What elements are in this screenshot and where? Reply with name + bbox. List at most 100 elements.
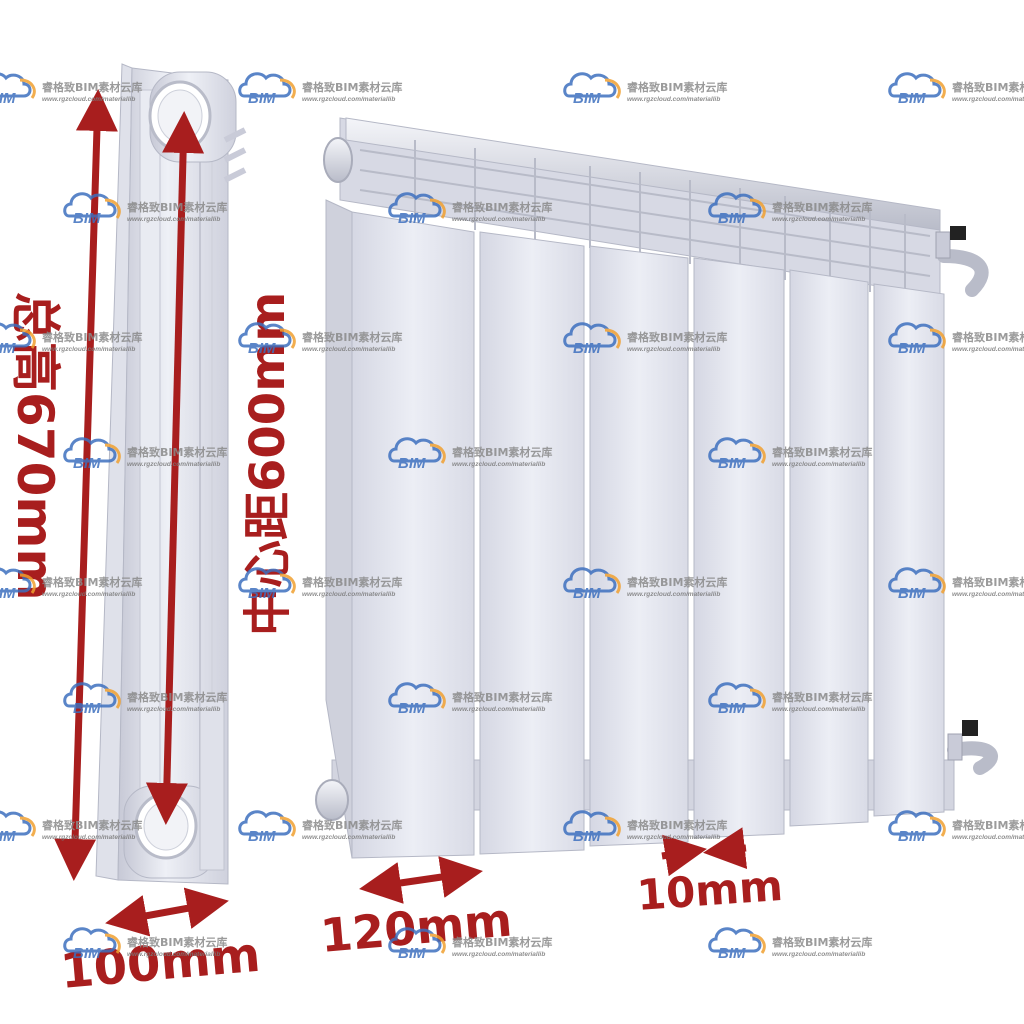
dimension-lines [54,89,748,937]
watermark-url-text: www.rgzcloud.com/materiallib [627,346,720,353]
watermark-url-text: www.rgzcloud.com/materiallib [772,951,865,958]
watermark-tile: BIM睿格致BIM素材云库www.rgzcloud.com/materialli… [563,322,727,357]
cloud-bim-logo-icon [388,927,446,954]
watermark-brand-text: 睿格致BIM素材云库 [42,575,142,589]
watermark-brand-text: 睿格致BIM素材云库 [952,80,1024,94]
watermark-brand-text: 睿格致BIM素材云库 [772,690,872,704]
watermark-tile: BIM睿格致BIM素材云库www.rgzcloud.com/materialli… [238,810,402,845]
watermark-bim-text: BIM [248,340,276,357]
cloud-bim-logo-icon [888,322,946,349]
watermark-url-text: www.rgzcloud.com/materiallib [302,96,395,103]
cloud-bim-logo-icon [563,322,621,349]
watermark-bim-text: BIM [248,90,276,107]
cloud-bim-logo-icon [888,810,946,837]
fins [325,199,945,859]
watermark-tile: BIM睿格致BIM素材云库www.rgzcloud.com/materialli… [888,567,1024,602]
top-right-valve [935,226,989,297]
watermark-bim-text: BIM [898,828,926,845]
watermark-tile: BIM睿格致BIM素材云库www.rgzcloud.com/materialli… [388,682,552,717]
watermark-brand-text: 睿格致BIM素材云库 [302,330,402,344]
watermark-bim-text: BIM [573,585,601,602]
watermark-tile: BIM睿格致BIM素材云库www.rgzcloud.com/materialli… [63,192,227,227]
fin-width-arrow [359,856,483,904]
watermark-brand-text: 睿格致BIM素材云库 [952,330,1024,344]
left-end-caps [315,137,353,821]
watermark-tile: BIM 睿格致BIM素材云库 www.rgzcloud.com/materialli… [0,567,142,602]
watermark-tile: BIM睿格致BIM素材云库www.rgzcloud.com/materialli… [388,192,552,227]
watermark-bim-text: BIM [73,700,101,717]
watermark-url-text: www.rgzcloud.com/materiallib [42,346,135,353]
watermark-bim-text: BIM [73,945,101,962]
cloud-bim-logo-icon [238,322,296,349]
watermark-url-text: www.rgzcloud.com/materiallib [127,706,220,713]
watermark-bim-text: BIM [898,340,926,357]
watermark-tile: BIM 睿格致BIM素材云库 www.rgzcloud.com/materialli… [238,72,402,107]
watermark-url-text: www.rgzcloud.com/materiallib [627,834,720,841]
watermark-tile: BIM 睿格致BIM素材云库 www.rgzcloud.com/materialli… [708,192,872,227]
watermark-brand-text: 睿格致BIM素材云库 [452,690,552,704]
cloud-bim-logo-icon [708,437,766,464]
watermark-brand-text: 睿格致BIM素材云库 [302,818,402,832]
center-distance-arrow [145,111,205,825]
watermark-bim-text: BIM [398,210,426,227]
cloud-bim-logo-icon [63,192,121,219]
watermark-brand-text: 睿格致BIM素材云库 [772,200,872,214]
watermark-brand-text: 睿格致BIM素材云库 [772,935,872,949]
watermark-tile: BIM睿格致BIM素材云库www.rgzcloud.com/materialli… [388,927,552,962]
watermark-brand-text: 睿格致BIM素材云库 [127,935,227,949]
radiator-front-view [315,117,999,859]
watermark-bim-text: BIM [0,90,16,107]
watermark-url-text: www.rgzcloud.com/materiallib [127,461,220,468]
watermark-brand-text: 睿格致BIM素材云库 [627,330,727,344]
cloud-bim-logo-icon [0,72,36,99]
cloud-bim-logo-icon [238,72,296,99]
watermark-brand-text: 睿格致BIM素材云库 [42,80,142,94]
watermark-tile: BIM 睿格致BIM素材云库 www.rgzcloud.com/materialli… [63,927,227,962]
watermark-url-text: www.rgzcloud.com/materiallib [952,96,1024,103]
watermark-bim-text: BIM [573,828,601,845]
cloud-bim-logo-icon [388,437,446,464]
watermark-tile: BIM睿格致BIM素材云库www.rgzcloud.com/materialli… [63,437,227,472]
watermark-tile: BIM睿格致BIM素材云库www.rgzcloud.com/materialli… [0,322,142,357]
watermark-url-text: www.rgzcloud.com/materiallib [42,591,135,598]
watermark-bim-text: BIM [0,340,16,357]
watermark-brand-text: 睿格致BIM素材云库 [627,80,727,94]
watermark-layer: BIM 睿格致BIM素材云库 www.rgzcloud.com/materialli… [0,72,1024,962]
watermark-tile: BIM睿格致BIM素材云库www.rgzcloud.com/materialli… [708,682,872,717]
bottom-right-valve [947,720,999,775]
watermark-tile: BIM 睿格致BIM素材云库 www.rgzcloud.com/materialli… [708,927,872,962]
watermark-bim-text: BIM [718,455,746,472]
watermark-url-text: www.rgzcloud.com/materiallib [772,216,865,223]
cloud-bim-logo-icon [63,437,121,464]
watermark-url-text: www.rgzcloud.com/materiallib [127,216,220,223]
watermark-url-text: www.rgzcloud.com/materiallib [772,461,865,468]
watermark-brand-text: 睿格致BIM素材云库 [627,818,727,832]
cloud-bim-logo-icon [238,810,296,837]
watermark-url-text: www.rgzcloud.com/materiallib [627,96,720,103]
watermark-url-text: www.rgzcloud.com/materiallib [127,951,220,958]
watermark-tile: BIM睿格致BIM素材云库www.rgzcloud.com/materialli… [888,72,1024,107]
watermark-url-text: www.rgzcloud.com/materiallib [302,346,395,353]
watermark-bim-text: BIM [718,210,746,227]
watermark-brand-text: 睿格致BIM素材云库 [302,575,402,589]
watermark-bim-text: BIM [248,585,276,602]
cloud-bim-logo-icon [888,72,946,99]
watermark-brand-text: 睿格致BIM素材云库 [302,80,402,94]
watermark-tile: BIM睿格致BIM素材云库www.rgzcloud.com/materialli… [0,72,142,107]
watermark-tile: BIM睿格致BIM素材云库www.rgzcloud.com/materialli… [888,810,1024,845]
watermark-url-text: www.rgzcloud.com/materiallib [952,591,1024,598]
watermark-bim-text: BIM [398,945,426,962]
cloud-bim-logo-icon [0,322,36,349]
cloud-bim-logo-icon [708,682,766,709]
watermark-tile: BIM睿格致BIM素材云库www.rgzcloud.com/materialli… [0,810,142,845]
watermark-brand-text: 睿格致BIM素材云库 [772,445,872,459]
watermark-tile: BIM睿格致BIM素材云库www.rgzcloud.com/materialli… [238,567,402,602]
cloud-bim-logo-icon [708,927,766,954]
fin-gap-arrow-right [703,827,748,870]
watermark-url-text: www.rgzcloud.com/materiallib [452,706,545,713]
watermark-bim-text: BIM [0,585,16,602]
top-fin-grille [359,140,931,296]
fin-gap-label: 10mm [635,861,784,920]
watermark-bim-text: BIM [718,945,746,962]
cloud-bim-logo-icon [63,682,121,709]
